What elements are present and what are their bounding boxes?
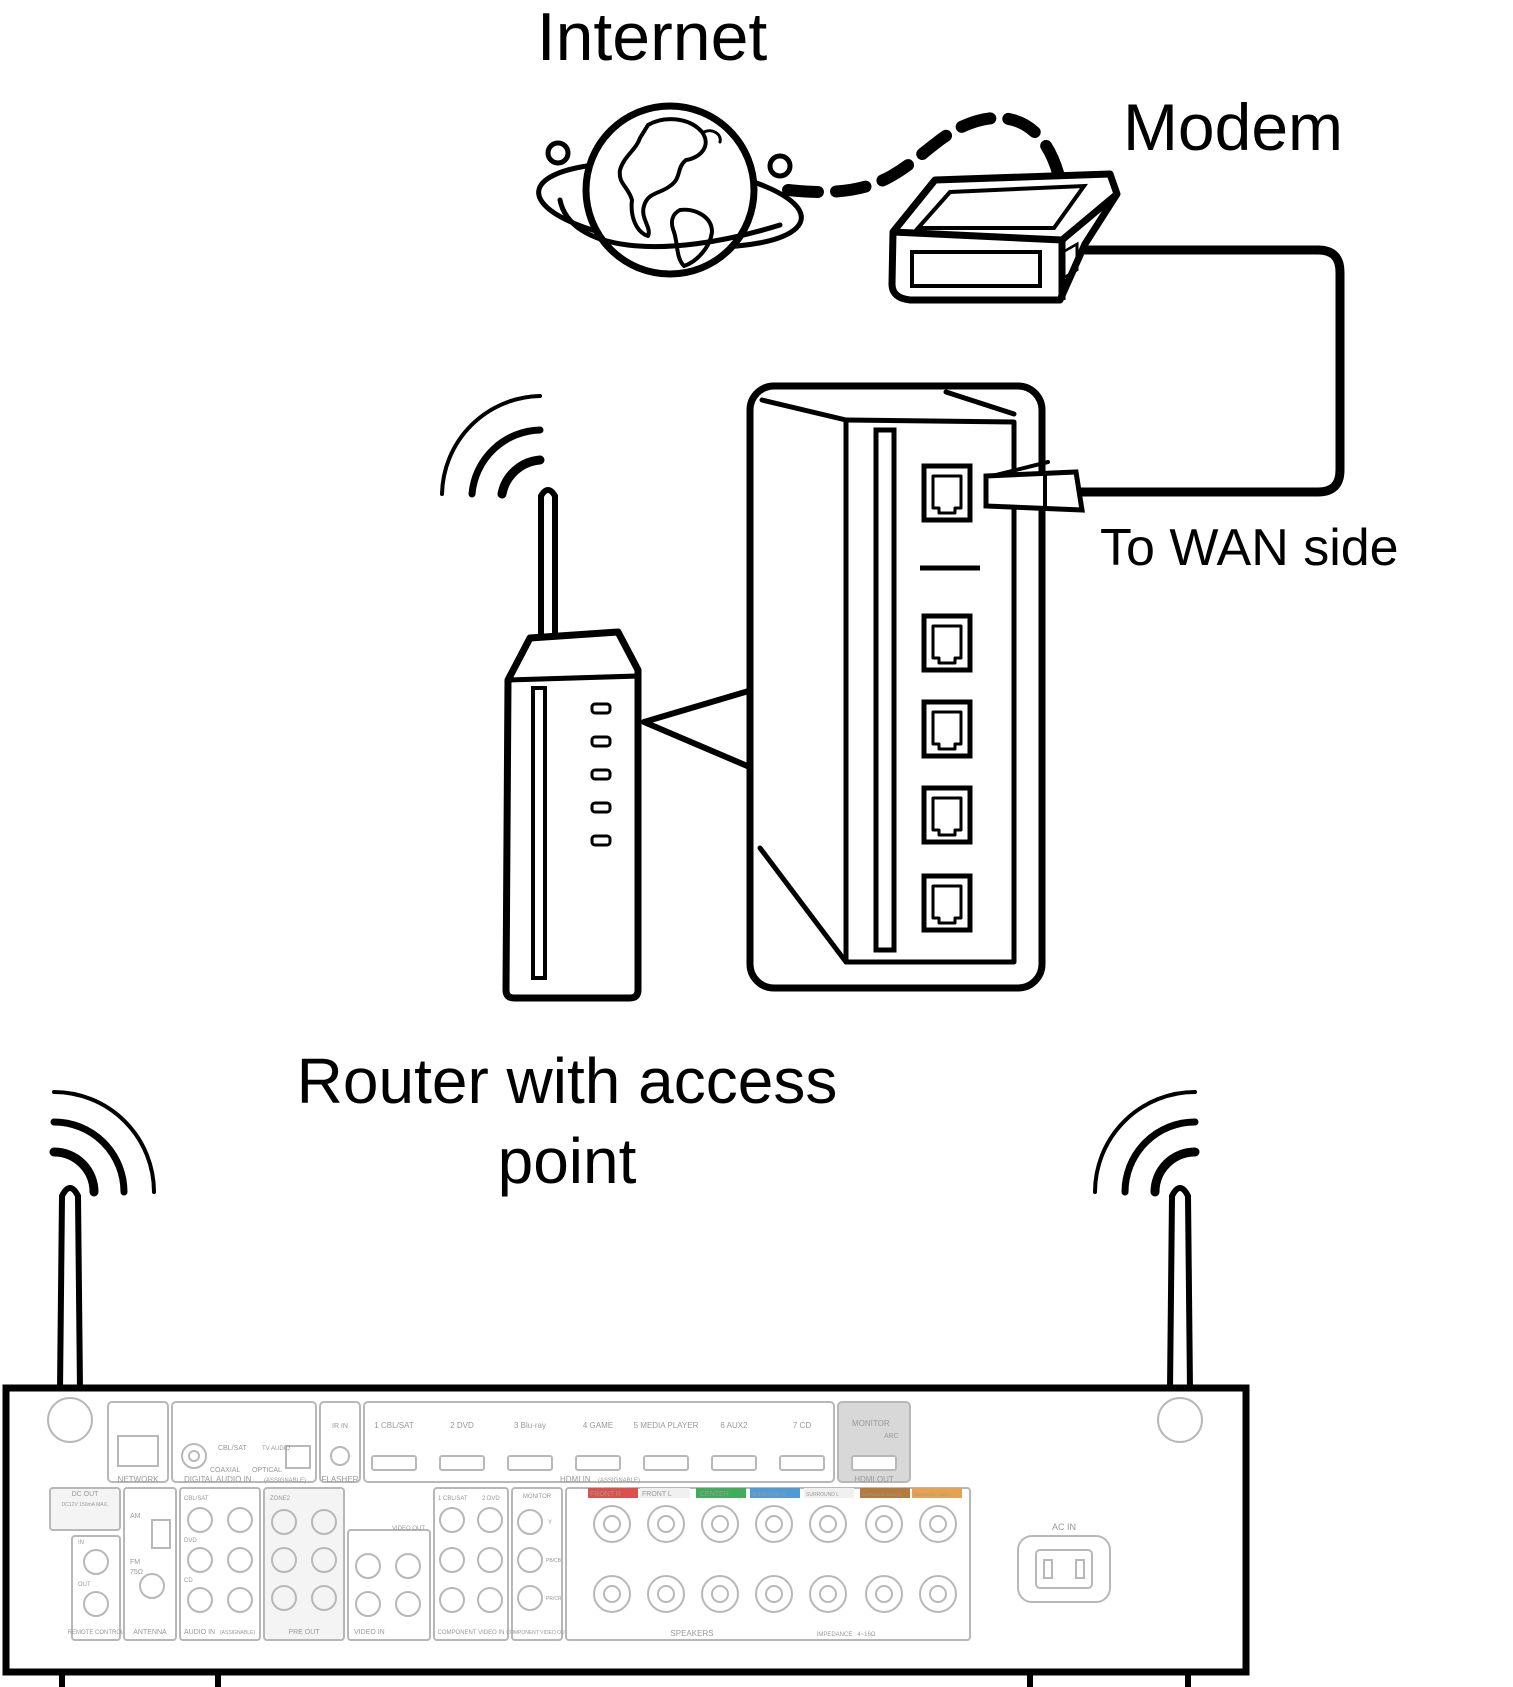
router-label-line1: Router with access: [297, 1045, 838, 1117]
receiver-foot-left: [59, 1672, 221, 1687]
optical-label: OPTICAL: [252, 1467, 282, 1474]
ethernet-plug-icon: [983, 460, 1085, 513]
ac-in-socket-icon: [1017, 1535, 1111, 1603]
wan-cable: [1075, 245, 1345, 497]
hdmi-in-label: HDMI IN: [560, 1475, 591, 1484]
hdmi-in-5-label: 5 MEDIA PLAYER: [634, 1421, 699, 1430]
audio-in-src-2-label: DVD: [184, 1538, 197, 1544]
video-out-label: VIDEO OUT: [392, 1526, 425, 1532]
receiver-foot-right: [1027, 1672, 1191, 1687]
modem-label: Modem: [1123, 90, 1343, 164]
zone2-label: ZONE2: [270, 1496, 291, 1502]
ir-in-label: IR IN: [332, 1423, 348, 1430]
internet-globe-icon: [536, 102, 804, 278]
fm-ohm-label: 75Ω: [130, 1569, 143, 1576]
hdmi-out-label: HDMI OUT: [854, 1475, 894, 1484]
receiver-wifi-right-icon: [1093, 1090, 1200, 1197]
dc-spec-label: DC12V 150mA MAX.: [62, 1502, 109, 1508]
remote-control-label: REMOTE CONTROL: [68, 1630, 125, 1636]
digital-audio-in-label: DIGITAL AUDIO IN: [184, 1475, 252, 1484]
audio-in-src-3-label: CD: [184, 1578, 193, 1584]
audio-in-src-1-label: CBL/SAT: [184, 1496, 209, 1502]
router-wifi-signal-icon: [440, 394, 545, 499]
hdmi-in-assignable-label: (ASSIGNABLE): [598, 1478, 640, 1484]
speakers-label: SPEAKERS: [670, 1629, 713, 1638]
speaker-surround-back-l-label: SURROUND BACK L: [914, 1492, 953, 1497]
receiver-lower-row: DC OUT DC12V 150mA MAX. IN OUT REMOTE CO…: [49, 1487, 1111, 1641]
hdmi-inputs: 1 CBL/SAT 2 DVD 3 Blu-ray 4 GAME 5 MEDIA…: [371, 1421, 825, 1471]
audio-in-assignable-label: (ASSIGNABLE): [220, 1630, 255, 1636]
flasher-label: FLASHER: [322, 1475, 359, 1484]
lan-port-1-icon: [921, 613, 973, 673]
impedance-label: IMPEDANCE : 4~16Ω: [817, 1632, 876, 1638]
receiver-antenna-right: [1166, 1185, 1194, 1393]
component-row-pb-label: PB/CB: [546, 1558, 562, 1564]
hdmi-in-7-label: 7 CD: [793, 1421, 811, 1430]
router-status-leds: [590, 702, 612, 847]
remote-in-label: IN: [78, 1540, 84, 1546]
receiver-chassis: [2, 1384, 1250, 1676]
receiver-top-row: NETWORK CBL/SAT TV AUDIO COAXIAL OPTICAL…: [107, 1401, 911, 1484]
digital-audio-assignable-label: (ASSIGNABLE): [264, 1478, 306, 1484]
remote-out-label: OUT: [78, 1582, 91, 1588]
internet-modem-dashed-link: [782, 111, 1066, 198]
component-video-in-label: COMPONENT VIDEO IN: [438, 1630, 505, 1636]
wan-side-label: To WAN side: [1100, 519, 1399, 577]
speaker-front-l-label: FRONT L: [642, 1491, 672, 1498]
speaker-terminals: [593, 1505, 957, 1613]
dc-out-label: DC OUT: [72, 1491, 100, 1498]
speaker-surround-r-label: SURROUND R: [752, 1492, 786, 1498]
component-row-y-label: Y: [548, 1520, 552, 1526]
pre-out-label: PRE OUT: [288, 1629, 320, 1636]
lan-port-2-icon: [921, 699, 973, 759]
lan-port-4-icon: [921, 873, 973, 933]
hdmi-in-2-label: 2 DVD: [450, 1421, 474, 1430]
router-label-line2: point: [498, 1125, 637, 1197]
component-col-1-label: 1 CBL/SAT: [438, 1496, 468, 1502]
router-port-panel: [746, 382, 1085, 992]
component-video-out-label: COMPONENT VIDEO OUT: [506, 1630, 567, 1636]
coaxial-label: COAXIAL: [210, 1467, 240, 1474]
hdmi-in-3-label: 3 Blu-ray: [514, 1421, 546, 1430]
receiver-antenna-left: [56, 1185, 84, 1393]
router-icon: [440, 394, 642, 1002]
hdmi-in-4-label: 4 GAME: [583, 1421, 613, 1430]
wan-port-icon: [921, 463, 973, 523]
network-port-icon: [117, 1435, 159, 1467]
speaker-group-labels: FRONT R FRONT L CENTER SURROUND R SURROU…: [588, 1488, 962, 1498]
component-col-2-label: 2 DVD: [482, 1496, 500, 1502]
fm-label: FM: [130, 1559, 140, 1566]
network-label: NETWORK: [118, 1475, 160, 1484]
ac-in-label: AC IN: [1052, 1522, 1076, 1532]
component-row-pr-label: PR/CR: [546, 1596, 562, 1602]
tv-audio-label: TV AUDIO: [262, 1446, 290, 1452]
am-label: AM: [130, 1513, 141, 1520]
receiver-wifi-left-icon: [49, 1090, 156, 1197]
lan-port-3-icon: [921, 785, 973, 845]
internet-label: Internet: [537, 0, 768, 75]
video-in-label: VIDEO IN: [354, 1629, 385, 1636]
hdmi-monitor-label: MONITOR: [852, 1419, 890, 1428]
hdmi-in-1-label: 1 CBL/SAT: [374, 1421, 414, 1430]
component-monitor-label: MONITOR: [523, 1494, 552, 1500]
speaker-surround-l-label: SURROUND L: [806, 1492, 839, 1498]
router-antenna: [538, 487, 558, 653]
cbl-sat-label: CBL/SAT: [218, 1445, 247, 1452]
hdmi-in-6-label: 6 AUX2: [720, 1421, 748, 1430]
speaker-surround-back-r-label: SURROUND BACK R: [862, 1492, 901, 1497]
router-port-callout: [641, 687, 755, 771]
hdmi-arc-label: ARC: [884, 1433, 899, 1440]
modem-icon: [888, 170, 1121, 304]
speaker-center-label: CENTER: [700, 1491, 729, 1498]
audio-in-label: AUDIO IN: [184, 1629, 215, 1636]
antenna-label: ANTENNA: [133, 1629, 167, 1636]
speaker-front-r-label: FRONT R: [590, 1491, 621, 1498]
